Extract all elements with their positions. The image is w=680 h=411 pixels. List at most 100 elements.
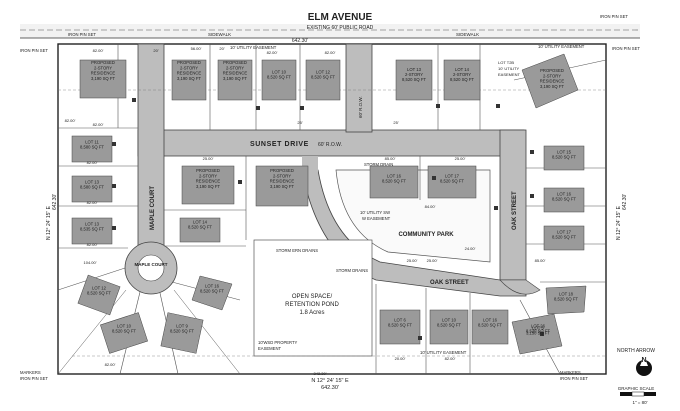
storm-drain-label: STORM DRAIN: [364, 162, 393, 167]
dimension-label: 82.00': [65, 118, 76, 123]
lot-label: RESIDENCE: [223, 71, 248, 76]
lot-label: LOT 9: [176, 323, 188, 328]
lot-label: 3,150 SQ FT: [526, 331, 550, 336]
dimension-label: 25.00': [427, 258, 438, 263]
lot-label: PROPOSED: [270, 168, 294, 173]
sidewalk-label: SIDEWALK: [208, 32, 231, 37]
utility-sw-label: 10' UTILITY SW: [360, 210, 390, 215]
lot-label: LOT 13: [407, 67, 422, 72]
dimension-label: 82.00': [87, 242, 98, 247]
utility-easement-bottom: 10' UTILITY EASEMENT: [420, 350, 467, 355]
west-dim: 642.30': [52, 194, 58, 210]
lot-label: LOT 13: [85, 179, 100, 184]
lot-diagonal: [57, 289, 127, 375]
access-road: [345, 43, 373, 133]
lot-label: 2-STORY: [226, 65, 244, 70]
lot-label: 8,520 SQ FT: [388, 323, 412, 328]
lot-label: 8,520 SQ FT: [267, 75, 291, 80]
lot-label: LOT 10: [272, 69, 287, 74]
se-pin: IRON PIN SET: [560, 376, 588, 381]
dimension-label: 85.00': [535, 258, 546, 263]
lot-label: 8,580 SQ FT: [80, 185, 104, 190]
community-park-label: COMMUNITY PARK: [398, 232, 454, 238]
lot-label: 3,190 SQ FT: [196, 184, 220, 189]
lot-label: 8,520 SQ FT: [552, 155, 576, 160]
property-easement-2: EASEMENT: [258, 346, 281, 351]
sunset-drive-label: SUNSET DRIVE: [250, 141, 309, 148]
cul-de-sac-island: [137, 254, 165, 282]
lot-label: LOT 12: [92, 285, 107, 290]
oak-street-vertical-label: OAK STREET: [512, 191, 518, 230]
corner-nw-pin: IRON PIN SET: [68, 32, 96, 37]
lot-label: 8,520 SQ FT: [200, 289, 224, 294]
north-arrow: [636, 356, 652, 376]
lot-label: LOT 5: [532, 325, 544, 330]
sw-markers: MARKERS: [20, 370, 41, 375]
oak-bend: [499, 279, 541, 295]
lot-label: 2-STORY: [543, 73, 561, 78]
south-bearing: N 12° 24' 15" E: [311, 378, 349, 384]
lot-label: 3,190 SQ FT: [223, 76, 247, 81]
dimension-labels: 82.00'20'56.00'20'82.00'82.00'82.00'25'2…: [65, 46, 546, 376]
lot-label: 8,520 SQ FT: [526, 329, 550, 334]
lot-label: LOT 18: [559, 291, 574, 296]
storm-ern-drains-label: STORM ERN DRAINS: [276, 248, 318, 253]
north-dimension: 642.30': [292, 38, 308, 44]
lot-label: 2-STORY: [405, 72, 423, 77]
dimension-label: 82.00': [87, 160, 98, 165]
lot-t2b-label-2: 10' UTILITY: [498, 66, 520, 71]
lot-label: RESIDENCE: [270, 179, 295, 184]
maple-court-circle-label: MAPLE COURT: [135, 262, 168, 267]
lot-label: LOT 14: [455, 67, 470, 72]
lot-label: LOT 11: [85, 139, 99, 144]
dimension-label: 82.00': [267, 50, 278, 55]
lot-label: PROPOSED: [540, 68, 564, 73]
dimension-label: 82.00': [325, 50, 336, 55]
dimension-label: 82.00': [93, 122, 104, 127]
dimension-label: 24.00': [465, 246, 476, 251]
lot-label: LOT 15: [557, 149, 572, 154]
graphic-scale-value: 1" = 80': [632, 400, 647, 405]
lot-label: 8,520 SQ FT: [552, 197, 576, 202]
open-space-area: [253, 239, 373, 357]
corner-ne-pin: IRON PIN SET: [600, 14, 628, 19]
lot-label: 8,520 SQ FT: [450, 77, 474, 82]
lot-label: 2-STORY: [94, 65, 112, 70]
access-row-label: 60' R.O.W.: [358, 96, 363, 118]
lot-label: RESIDENCE: [177, 71, 202, 76]
dimension-label: 56.00': [191, 46, 202, 51]
maple-court-road: [137, 43, 165, 265]
buildings: [71, 53, 587, 355]
west-pin-label: IRON PIN SET: [20, 48, 48, 53]
property-easement-1: 10'WSD PROPERTY: [258, 340, 298, 345]
lot-label: 8,520 SQ FT: [87, 291, 111, 296]
maple-court-label: MAPLE COURT: [150, 186, 156, 230]
sw-easement-label: W EASEMENT: [362, 216, 391, 221]
oak-street-horizontal-label: OAK STREET: [430, 280, 469, 286]
open-space-label-2: RETENTION POND: [285, 302, 339, 308]
lot-label: RESIDENCE: [196, 179, 221, 184]
dimension-label: 20': [219, 46, 224, 51]
road-note: EXISTING 60' PUBLIC ROAD: [307, 25, 374, 31]
lot-label: PROPOSED: [177, 60, 201, 65]
lot-label: 8,535 SQ FT: [80, 227, 104, 232]
tree-markers: [112, 98, 544, 340]
lot-label: 8,520 SQ FT: [552, 235, 576, 240]
lot-label: LOT 16: [483, 317, 498, 322]
dimension-label: 25.00': [455, 156, 466, 161]
lot-label: 2-STORY: [199, 173, 217, 178]
lot-label: 3,190 SQ FT: [540, 84, 564, 89]
lot-label: LOT 17: [557, 229, 572, 234]
lot-label: 8,520 SQ FT: [170, 329, 194, 334]
lot-label: LOT 26: [531, 323, 546, 328]
dimension-label: 25.00': [407, 258, 418, 263]
lot-label: 8,520 SQ FT: [382, 179, 406, 184]
lot-label: 2-STORY: [453, 72, 471, 77]
sunset-row-label: 60' R.O.W.: [318, 142, 342, 148]
lot-label: 8,520 SQ FT: [402, 77, 426, 82]
lot-t2b-label-3: EASEMENT: [498, 72, 521, 77]
lot-label: 8,520 SQ FT: [112, 329, 136, 334]
lot-label: LOT 10: [442, 317, 457, 322]
